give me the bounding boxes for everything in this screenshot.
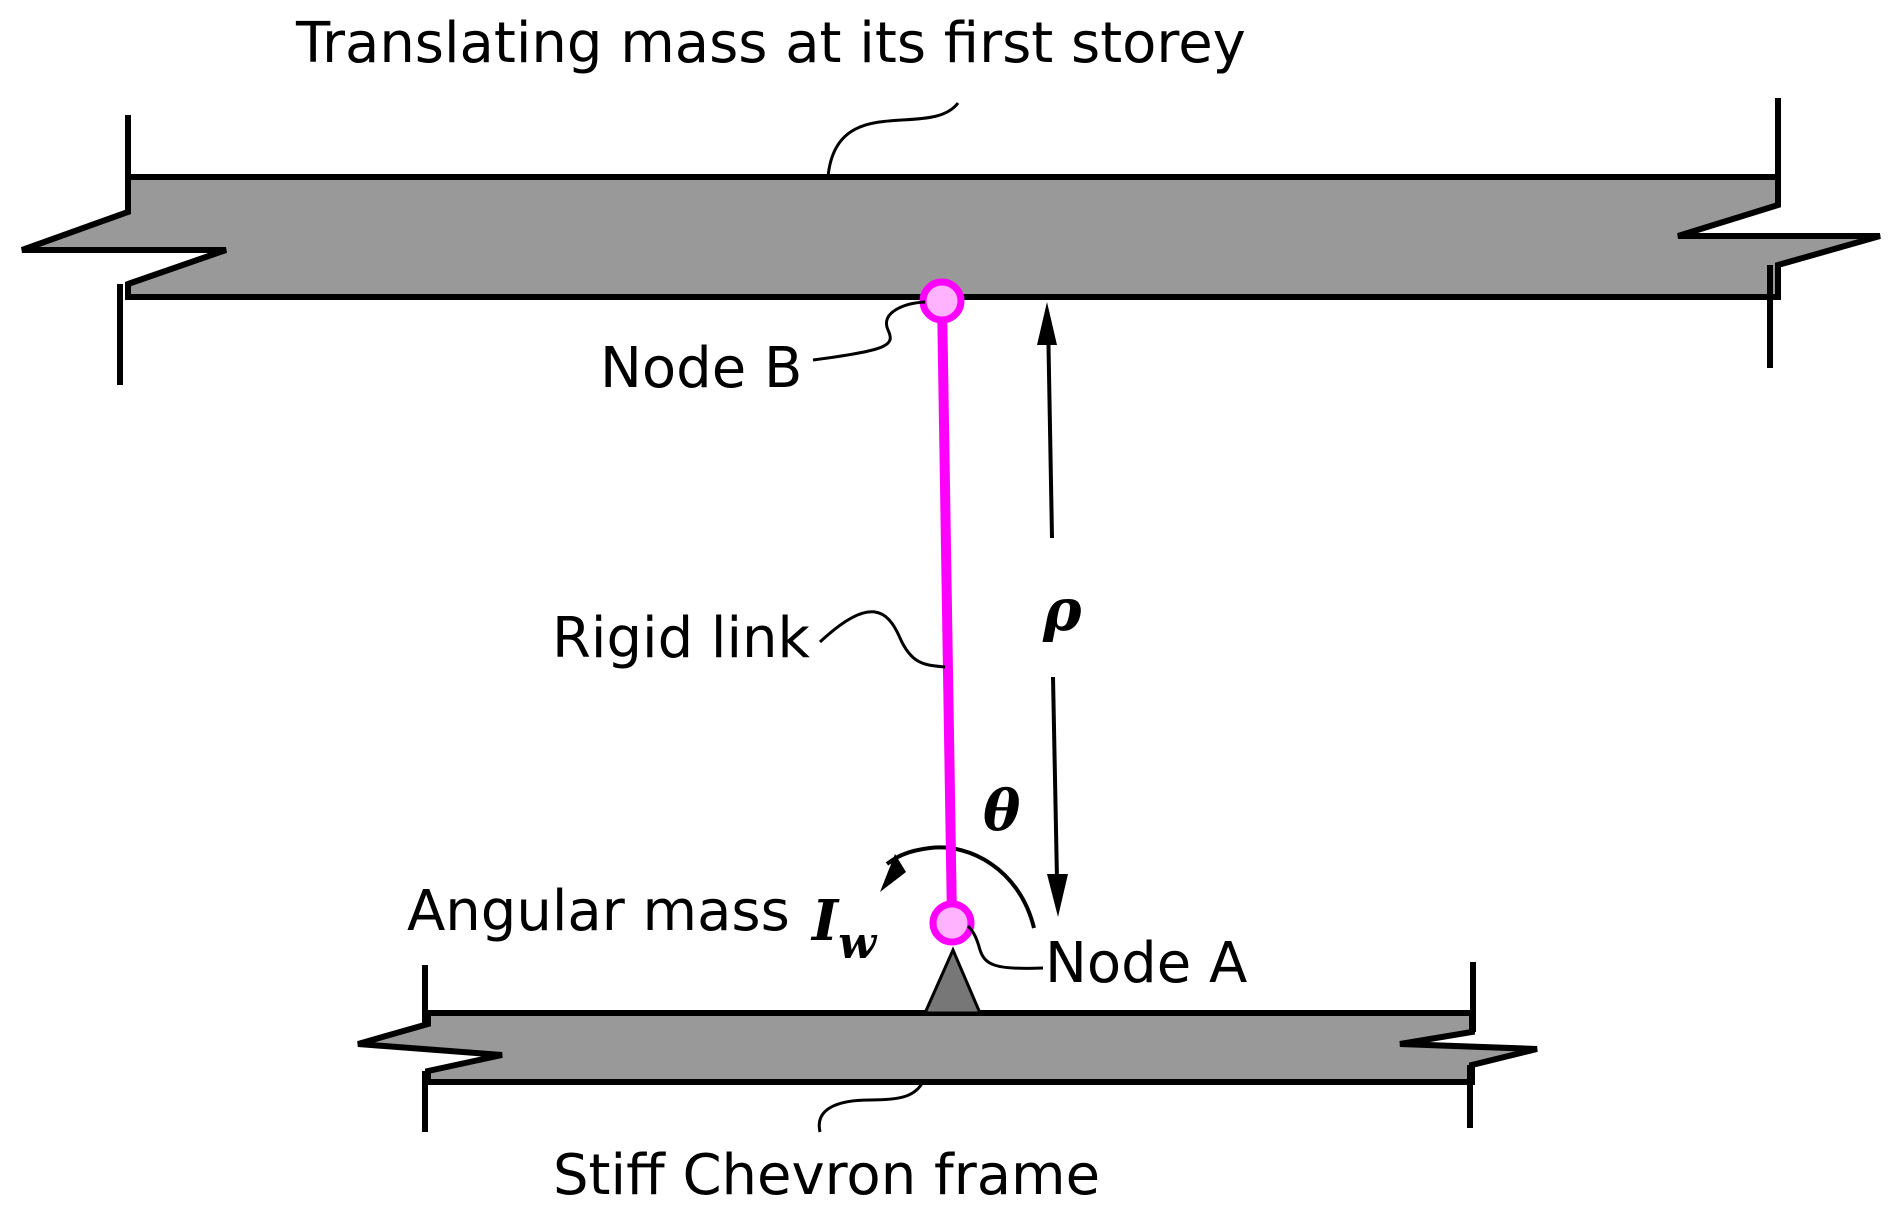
- rotation-arrow-head: [880, 854, 906, 892]
- symbol-inertia-base: I: [810, 888, 840, 954]
- symbol-inertia: Iw: [810, 888, 878, 969]
- label-angular-mass: Angular mass: [407, 879, 790, 944]
- dimension-line-upper: [1046, 317, 1054, 539]
- bottom-slab-body: [357, 1010, 1538, 1085]
- node-a-marker: [929, 900, 975, 946]
- dimension-arrowhead-bottom: [1047, 874, 1068, 917]
- leader-node-a: [966, 924, 1044, 970]
- symbol-theta: θ: [983, 778, 1021, 844]
- pin-support: [922, 946, 983, 1015]
- top-slab: [20, 98, 1881, 385]
- bottom-slab: [357, 962, 1538, 1132]
- symbol-rho: ρ: [1042, 576, 1082, 644]
- dimension-arrowhead-top: [1037, 302, 1057, 345]
- top-slab-body: [20, 174, 1881, 300]
- label-translating-mass: Translating mass at its first storey: [295, 11, 1246, 76]
- dimension-rho: [1037, 302, 1068, 917]
- leader-top-mass: [826, 102, 960, 178]
- label-stiff-chevron-frame: Stiff Chevron frame: [553, 1143, 1100, 1208]
- dimension-line-lower: [1051, 676, 1059, 881]
- rigid-link-bar: [937, 299, 957, 921]
- label-rigid-link: Rigid link: [552, 606, 811, 671]
- rotation-arrow: [885, 845, 1036, 929]
- node-b-marker: [919, 278, 965, 324]
- label-node-a: Node A: [1045, 931, 1247, 996]
- label-node-b: Node B: [600, 336, 802, 401]
- leader-bottom-frame: [817, 1081, 925, 1133]
- leader-node-b: [812, 300, 926, 362]
- leader-rigid-link: [818, 610, 946, 669]
- symbol-inertia-sub: w: [838, 918, 878, 969]
